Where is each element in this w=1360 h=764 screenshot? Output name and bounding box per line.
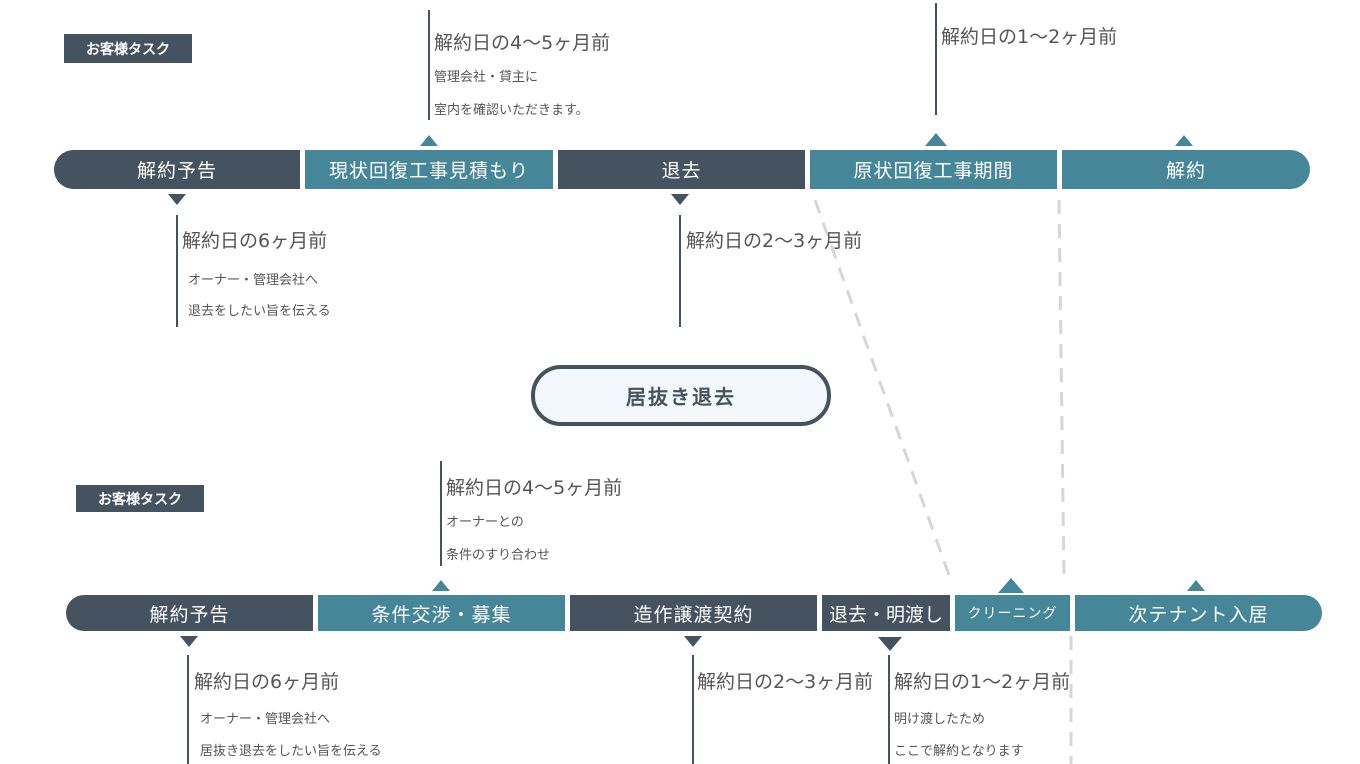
timeline-marker-line <box>187 655 189 764</box>
step-next-tenant: 次テナント入居 <box>1075 595 1322 631</box>
arrow-down-icon <box>684 636 702 647</box>
customer-task-badge: お客様タスク <box>64 34 192 63</box>
step-move-out-handover: 退去・明渡し <box>822 595 950 631</box>
timeline-marker-line <box>935 3 937 115</box>
note-heading: 解約日の6ヶ月前 <box>194 671 340 693</box>
arrow-up-icon <box>420 135 438 146</box>
note-heading: 解約日の2〜3ヶ月前 <box>697 671 874 693</box>
note-line: 管理会社・貸主に <box>434 70 539 85</box>
customer-task-badge: お客様タスク <box>76 485 204 512</box>
note-line: オーナー・管理会社へ <box>188 273 319 288</box>
note-heading: 解約日の1〜2ヶ月前 <box>941 26 1118 48</box>
arrow-up-icon <box>998 578 1024 593</box>
timeline-marker-line <box>176 215 178 327</box>
arrow-up-icon <box>432 580 450 591</box>
note-heading: 解約日の1〜2ヶ月前 <box>894 671 1071 693</box>
note-line: 居抜き退去をしたい旨を伝える <box>200 744 382 759</box>
step-transfer-contract: 造作譲渡契約 <box>570 595 817 631</box>
note-line: 明け渡したため <box>894 712 986 727</box>
step-cleaning: クリーニング <box>955 595 1070 631</box>
timeline-marker-line <box>679 215 681 327</box>
step-restoration-estimate: 現状回復工事見積もり <box>305 150 553 189</box>
timeline-marker-line <box>888 655 890 764</box>
timeline-marker-line <box>692 655 694 764</box>
step-move-out: 退去 <box>558 150 805 189</box>
arrow-down-icon <box>878 637 902 651</box>
arrow-up-icon <box>1175 135 1193 146</box>
step-negotiation: 条件交渉・募集 <box>318 595 565 631</box>
note-line: 条件のすり合わせ <box>446 548 551 563</box>
arrow-down-icon <box>671 194 689 205</box>
step-notice: 解約予告 <box>54 150 300 189</box>
arrow-up-icon <box>925 133 947 146</box>
note-line: 退去をしたい旨を伝える <box>188 304 331 319</box>
note-line: 室内を確認いただきます。 <box>434 103 589 118</box>
timeline-marker-line <box>428 10 430 120</box>
step-notice: 解約予告 <box>66 595 313 631</box>
note-heading: 解約日の4〜5ヶ月前 <box>446 477 623 499</box>
note-heading: 解約日の2〜3ヶ月前 <box>686 230 863 252</box>
section-title-pill: 居抜き退去 <box>531 365 831 426</box>
arrow-down-icon <box>168 194 186 205</box>
note-heading: 解約日の6ヶ月前 <box>182 230 328 252</box>
timeline-marker-line <box>440 461 442 566</box>
note-line: オーナー・管理会社へ <box>200 712 331 727</box>
note-line: オーナーとの <box>446 515 524 530</box>
note-heading: 解約日の4〜5ヶ月前 <box>434 32 611 54</box>
note-line: ここで解約となります <box>894 744 1024 759</box>
step-restoration-period: 原状回復工事期間 <box>810 150 1057 189</box>
step-termination: 解約 <box>1062 150 1310 189</box>
arrow-up-icon <box>1187 580 1205 591</box>
arrow-down-icon <box>180 636 198 647</box>
